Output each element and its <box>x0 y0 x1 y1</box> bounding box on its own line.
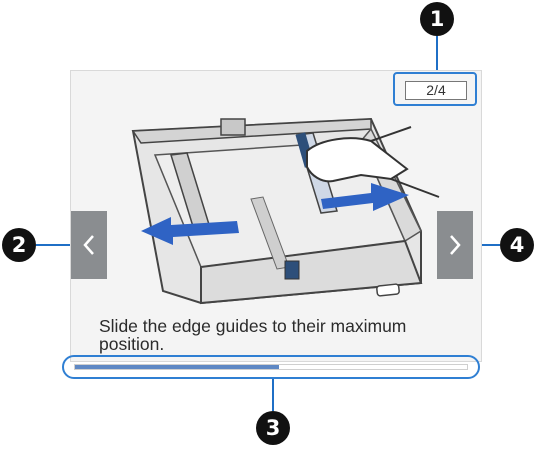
callout-2: 2 <box>2 228 36 262</box>
callout-2-leader <box>36 244 74 246</box>
progress-bar <box>74 364 468 370</box>
callout-4: 4 <box>500 228 534 262</box>
callout-1-leader <box>436 36 438 72</box>
progress-highlight <box>62 355 480 379</box>
chevron-left-icon <box>83 235 94 255</box>
callout-3-leader <box>272 379 274 411</box>
guide-screen: 2/4 Slide the edge guides to their maxim… <box>70 70 482 362</box>
progress-fill <box>75 365 279 369</box>
prev-button[interactable] <box>71 211 107 279</box>
page-counter: 2/4 <box>405 81 467 100</box>
callout-1: 1 <box>420 2 454 36</box>
next-button[interactable] <box>437 211 473 279</box>
callout-4-leader <box>474 244 500 246</box>
paper-cassette-illustration <box>131 117 440 305</box>
page-counter-highlight: 2/4 <box>393 72 477 106</box>
chevron-right-icon <box>450 235 461 255</box>
instruction-caption: Slide the edge guides to their maximum p… <box>99 316 407 354</box>
callout-3: 3 <box>256 411 290 445</box>
